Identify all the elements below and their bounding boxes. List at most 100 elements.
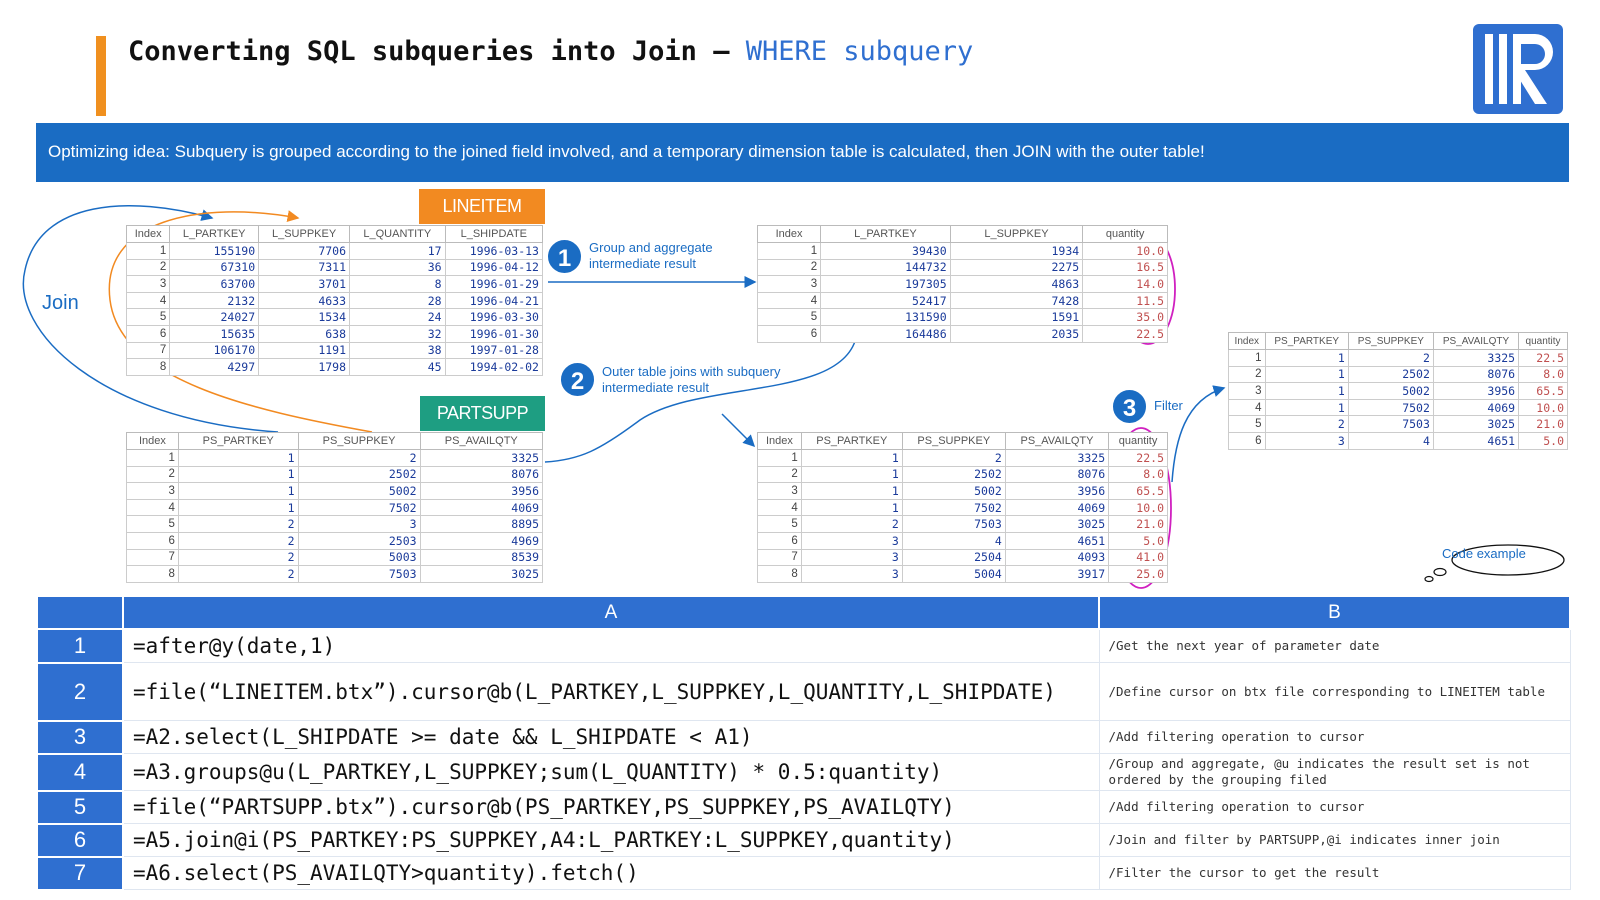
- table-cell: 1996-01-30: [444, 324, 544, 343]
- table-cell: 1: [1264, 382, 1349, 400]
- table-cell: 3325: [1432, 349, 1520, 367]
- row-number[interactable]: 4: [36, 752, 124, 792]
- table-cell: 8076: [1432, 365, 1520, 384]
- comment-cell[interactable]: /Filter the cursor to get the result: [1098, 856, 1571, 890]
- code-cell[interactable]: =after@y(date,1): [122, 628, 1100, 663]
- comment-cell[interactable]: /Group and aggregate, @u indicates the r…: [1098, 753, 1571, 791]
- table-cell: 4: [1228, 398, 1266, 417]
- table-cell: 22.5: [1108, 449, 1168, 467]
- code-cell[interactable]: =file(“PARTSUPP.btx”).cursor@b(PS_PARTKE…: [122, 790, 1100, 824]
- table-cell: 1996-03-30: [444, 308, 544, 326]
- table-cell: 10.0: [1108, 498, 1168, 517]
- table-cell: 2: [177, 548, 299, 567]
- code-column-b-header[interactable]: B: [1098, 595, 1571, 630]
- thought-cloud-icon: [1424, 544, 1565, 583]
- row-number[interactable]: 7: [36, 855, 124, 891]
- table-cell: 2: [901, 449, 1006, 467]
- table-cell: 5003: [297, 548, 421, 567]
- table-cell: 164486: [820, 324, 951, 343]
- partsupp-tag: PARTSUPP: [420, 396, 545, 431]
- table-cell: 52417: [820, 291, 951, 310]
- code-cell[interactable]: =file(“LINEITEM.btx”).cursor@b(L_PARTKEY…: [122, 662, 1100, 721]
- table-cell: 65.5: [1108, 482, 1168, 500]
- table-cell: 3: [126, 482, 179, 500]
- grouped-header: Index: [756, 225, 822, 243]
- code-cell[interactable]: =A2.select(L_SHIPDATE >= date && L_SHIPD…: [122, 720, 1100, 754]
- table-cell: 2: [177, 531, 299, 550]
- comment-cell[interactable]: /Join and filter by PARTSUPP,@i indicate…: [1098, 823, 1571, 857]
- table-cell: 8.0: [1518, 365, 1568, 384]
- table-cell: 5.0: [1518, 431, 1568, 450]
- table-cell: 7503: [297, 565, 421, 583]
- table-cell: 1: [800, 465, 903, 484]
- table-cell: 32: [349, 324, 446, 343]
- joined-header: PS_SUPPKEY: [901, 432, 1006, 450]
- row-number[interactable]: 2: [36, 661, 124, 722]
- table-cell: 1: [177, 498, 299, 517]
- lineitem-header: L_SHIPDATE: [444, 225, 544, 243]
- row-number[interactable]: 1: [36, 628, 124, 664]
- result-header: PS_AVAILQTY: [1432, 332, 1520, 350]
- code-row: 7=A6.select(PS_AVAILQTY>quantity).fetch(…: [36, 855, 1571, 891]
- table-cell: 5: [757, 515, 802, 533]
- table-cell: 1191: [258, 341, 351, 360]
- table-cell: 4069: [419, 498, 544, 517]
- code-cell[interactable]: =A5.join@i(PS_PARTKEY:PS_SUPPKEY,A4:L_PA…: [122, 823, 1100, 857]
- table-cell: 6: [126, 531, 179, 550]
- title-accent-bar: [96, 36, 106, 116]
- table-cell: 106170: [169, 341, 260, 360]
- comment-cell[interactable]: /Add filtering operation to cursor: [1098, 720, 1571, 754]
- table-cell: 2502: [297, 465, 421, 484]
- table-cell: 6: [757, 531, 802, 550]
- table-cell: 14.0: [1082, 275, 1168, 293]
- row-number[interactable]: 6: [36, 822, 124, 858]
- table-cell: 2: [1347, 349, 1434, 367]
- table-cell: 3: [125, 275, 171, 293]
- table-cell: 1: [1264, 365, 1349, 384]
- table-cell: 4863: [949, 275, 1084, 293]
- lineitem-header: Index: [125, 225, 171, 243]
- table-cell: 4069: [1432, 398, 1520, 417]
- table-cell: 4651: [1004, 531, 1110, 550]
- table-cell: 3325: [419, 449, 544, 467]
- comment-cell[interactable]: /Get the next year of parameter date: [1098, 628, 1571, 663]
- code-row: 5=file(“PARTSUPP.btx”).cursor@b(PS_PARTK…: [36, 789, 1571, 825]
- comment-cell[interactable]: /Add filtering operation to cursor: [1098, 790, 1571, 824]
- table-cell: 4651: [1432, 431, 1520, 450]
- code-column-a-header[interactable]: A: [122, 595, 1100, 630]
- table-cell: 7: [126, 548, 179, 567]
- table-cell: 38: [349, 341, 446, 360]
- code-cell[interactable]: =A3.groups@u(L_PARTKEY,L_SUPPKEY;sum(L_Q…: [122, 753, 1100, 791]
- table-cell: 155190: [169, 242, 260, 260]
- lineitem-table: Index L_PARTKEY L_SUPPKEY L_QUANTITY L_S…: [125, 225, 544, 376]
- table-cell: 1: [1264, 398, 1349, 417]
- table-cell: 7428: [949, 291, 1084, 310]
- row-number[interactable]: 3: [36, 719, 124, 755]
- comment-cell[interactable]: /Define cursor on btx file corresponding…: [1098, 662, 1571, 721]
- code-cell[interactable]: =A6.select(PS_AVAILQTY>quantity).fetch(): [122, 856, 1100, 890]
- grouped-header: L_SUPPKEY: [949, 225, 1084, 243]
- table-cell: 21.0: [1518, 415, 1568, 433]
- row-number[interactable]: 5: [36, 789, 124, 825]
- table-cell: 7: [125, 341, 171, 360]
- table-cell: 5: [1228, 415, 1266, 433]
- table-cell: 8: [125, 358, 171, 376]
- table-cell: 1: [126, 449, 179, 467]
- code-example-callout[interactable]: Code example: [1418, 538, 1568, 586]
- table-cell: 7706: [258, 242, 351, 260]
- table-cell: 24: [349, 308, 446, 326]
- table-cell: 1: [1228, 349, 1266, 367]
- table-cell: 3: [297, 515, 421, 533]
